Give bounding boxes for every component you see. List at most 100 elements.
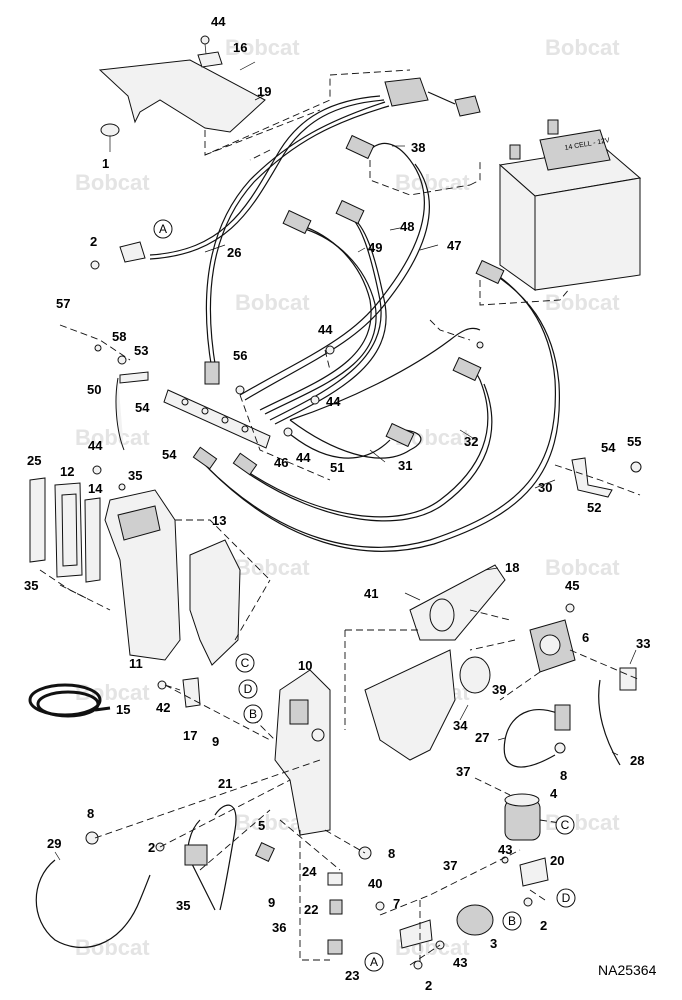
mounting-plate (189, 539, 241, 666)
callout-label: 9 (212, 734, 219, 749)
watermark: Bobcat (75, 170, 150, 195)
callout-label: 48 (400, 219, 414, 234)
shield-plate (364, 564, 506, 761)
callout-label: 25 (27, 453, 41, 468)
callout-label: 2 (425, 978, 432, 993)
callout-label: 4 (550, 786, 558, 801)
watermark: Bobcat (395, 170, 470, 195)
terminal-strip (163, 389, 271, 449)
callout-label: 53 (134, 343, 148, 358)
callout-label: 44 (211, 14, 226, 29)
watermark: Bobcat (545, 555, 620, 580)
reference-marker-c: C (561, 818, 570, 832)
callout-label: 44 (296, 450, 311, 465)
callout-label: 22 (304, 902, 318, 917)
watermark: Bobcat (235, 555, 310, 580)
callout-label: 55 (627, 434, 641, 449)
callout-label: 57 (56, 296, 70, 311)
wire-harness (149, 95, 561, 552)
cable-coil (28, 683, 111, 718)
callout-label: 56 (233, 348, 247, 363)
callout-label: 12 (60, 464, 74, 479)
callout-label: 29 (47, 836, 61, 851)
callout-label: 8 (560, 768, 567, 783)
callout-label: 15 (116, 702, 130, 717)
watermark: Bobcat (545, 35, 620, 60)
callout-label: 2 (540, 918, 547, 933)
callout-label: 44 (326, 394, 341, 409)
callout-label: 46 (274, 455, 288, 470)
leader-lines (54, 61, 637, 861)
reference-marker-a: A (159, 222, 167, 236)
callout-label: 1 (102, 156, 109, 171)
relay-housing (274, 669, 331, 836)
callout-label: 37 (456, 764, 470, 779)
reference-marker-c: C (241, 656, 250, 670)
callout-label: 40 (368, 876, 382, 891)
callout-label: 8 (87, 806, 94, 821)
battery: 14 CELL - 12V (498, 119, 642, 291)
callout-label: 27 (475, 730, 489, 745)
mounting-bracket (98, 35, 266, 152)
callout-label: 8 (388, 846, 395, 861)
watermark: Bobcat (225, 35, 300, 60)
watermark: Bobcat (235, 290, 310, 315)
callout-label: 16 (233, 40, 247, 55)
callout-label: 7 (393, 896, 400, 911)
callout-label: 5 (258, 818, 265, 833)
callout-label: 30 (538, 480, 552, 495)
callout-label: 18 (505, 560, 519, 575)
watermark: Bobcat (545, 290, 620, 315)
callout-label: 33 (636, 636, 650, 651)
callout-label: 44 (88, 438, 103, 453)
reference-marker-b: B (508, 914, 516, 928)
callout-label: 54 (162, 447, 177, 462)
callout-label: 28 (630, 753, 644, 768)
callout-label: 58 (112, 329, 126, 344)
reference-marker-d: D (244, 682, 253, 696)
connectors (119, 77, 505, 476)
callout-label: 44 (318, 322, 333, 337)
callout-label: 2 (148, 840, 155, 855)
watermark: Bobcat (75, 425, 150, 450)
callout-label: 31 (398, 458, 412, 473)
callout-label: 20 (550, 853, 564, 868)
callout-label: 54 (135, 400, 150, 415)
callout-label: 50 (87, 382, 101, 397)
callout-label: 41 (364, 586, 378, 601)
callout-label: 21 (218, 776, 232, 791)
callout-label: 24 (302, 864, 317, 879)
callout-label: 23 (345, 968, 359, 983)
lower-relay-parts (255, 842, 549, 955)
callout-label: 35 (128, 468, 142, 483)
callout-label: 43 (498, 842, 512, 857)
callout-label: 51 (330, 460, 344, 475)
callout-label: 19 (257, 84, 271, 99)
callout-label: 2 (90, 234, 97, 249)
reference-marker-b: B (249, 707, 257, 721)
callout-label: 34 (453, 718, 468, 733)
callout-label: 3 (490, 936, 497, 951)
watermarks: Bobcat Bobcat Bobcat Bobcat Bobcat Bobca… (75, 35, 620, 960)
callout-label: 37 (443, 858, 457, 873)
starter-relay (504, 793, 541, 841)
callout-label: 35 (24, 578, 38, 593)
dashed-assembly-lines (39, 69, 641, 966)
callout-label: 42 (156, 700, 170, 715)
callout-label: 36 (272, 920, 286, 935)
control-module-left (29, 477, 181, 661)
callout-label: 47 (447, 238, 461, 253)
callout-label: 45 (565, 578, 579, 593)
reference-markers: A A B B C C D D (153, 219, 576, 972)
battery-cables (35, 679, 621, 949)
callout-label: 13 (212, 513, 226, 528)
callout-label: 39 (492, 682, 506, 697)
callout-label: 32 (464, 434, 478, 449)
callout-label: 10 (298, 658, 312, 673)
callout-label: 35 (176, 898, 190, 913)
callout-label: 26 (227, 245, 241, 260)
solenoid-switch (529, 619, 637, 691)
callout-label: 6 (582, 630, 589, 645)
